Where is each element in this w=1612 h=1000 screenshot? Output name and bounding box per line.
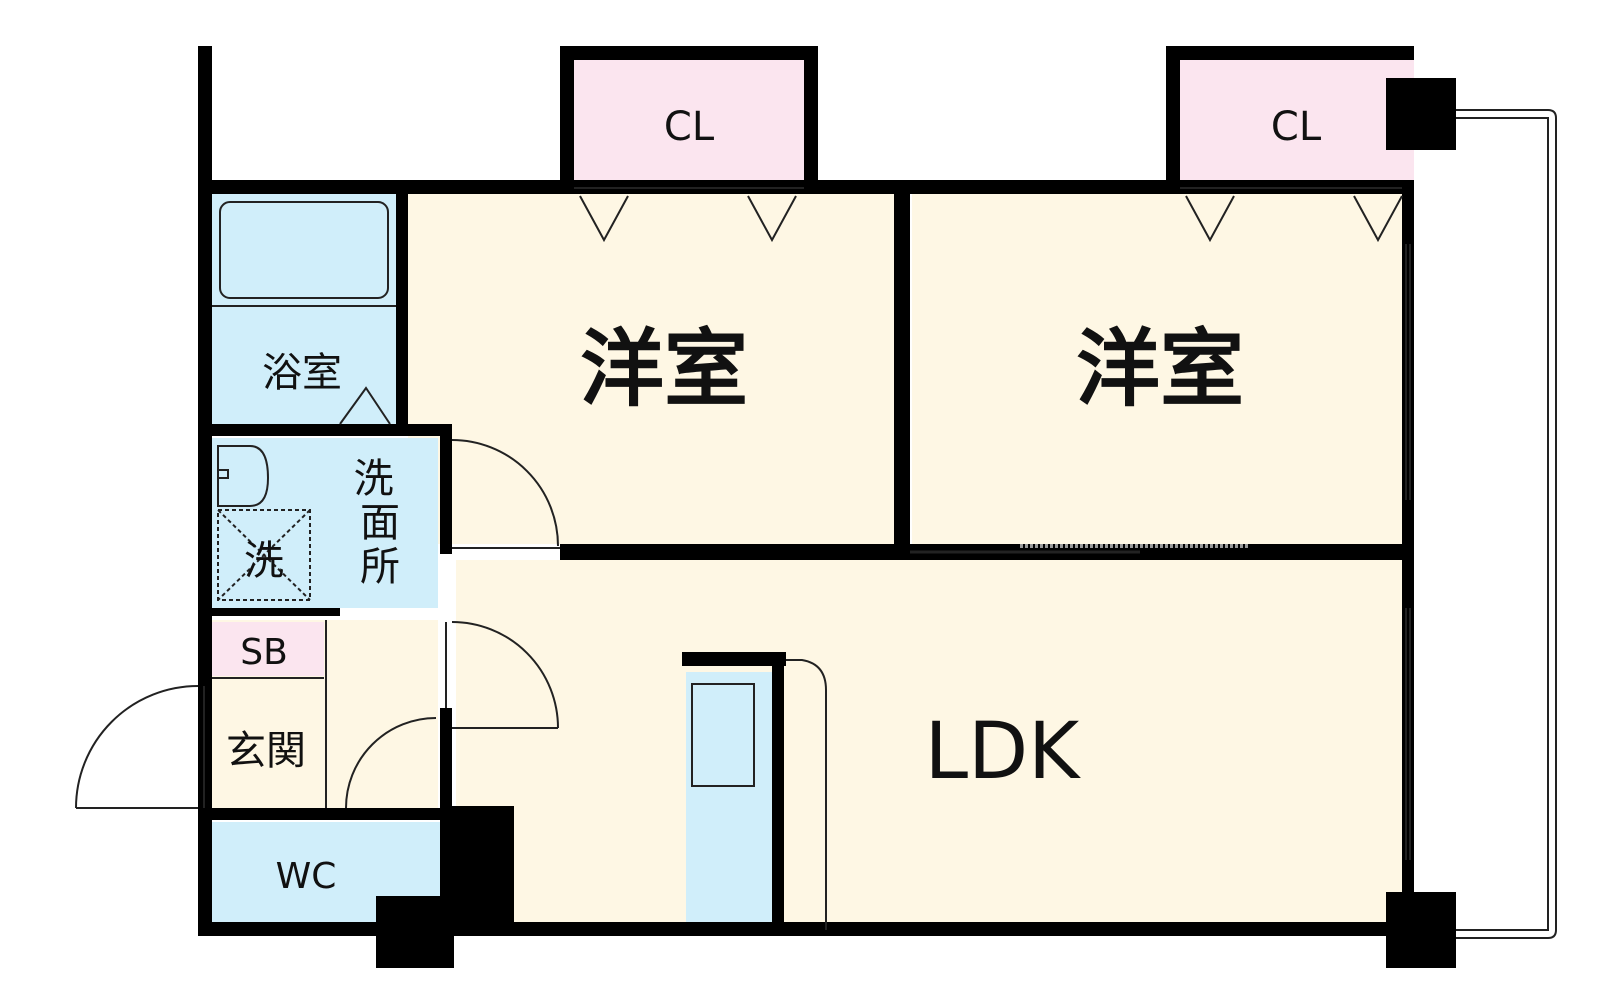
bath-label: 浴室	[262, 350, 342, 396]
western-room-right-fill	[912, 194, 1414, 544]
western-room-left-fill	[408, 194, 898, 544]
western-room-left-label: 洋室	[580, 320, 748, 418]
toilet-label: WC	[276, 856, 337, 897]
closet-left-fill	[572, 60, 806, 188]
closet-right-fill	[1178, 60, 1414, 188]
washroom-label-line: 所	[360, 544, 400, 590]
shoebox-label: SB	[240, 632, 288, 673]
ldk-label: LDK	[925, 707, 1082, 797]
closet-right-label: CL	[1271, 104, 1322, 150]
western-room-right-label: 洋室	[1076, 320, 1244, 418]
bath-fill	[212, 194, 396, 430]
washroom-label: 洗 面所	[354, 456, 407, 590]
washroom-label-line: 面	[360, 500, 400, 546]
washroom-fill	[212, 438, 438, 608]
fixtures-and-doors	[75, 109, 1557, 939]
washer-label: 洗	[244, 538, 284, 584]
closet-left-label: CL	[664, 104, 715, 150]
fridge-fill	[686, 672, 772, 930]
shoebox-fill	[212, 622, 324, 676]
ldk-fill	[456, 560, 1414, 930]
entrance-label: 玄関	[226, 728, 306, 774]
washroom-label-text: 洗	[354, 456, 394, 502]
walls	[198, 46, 1456, 968]
